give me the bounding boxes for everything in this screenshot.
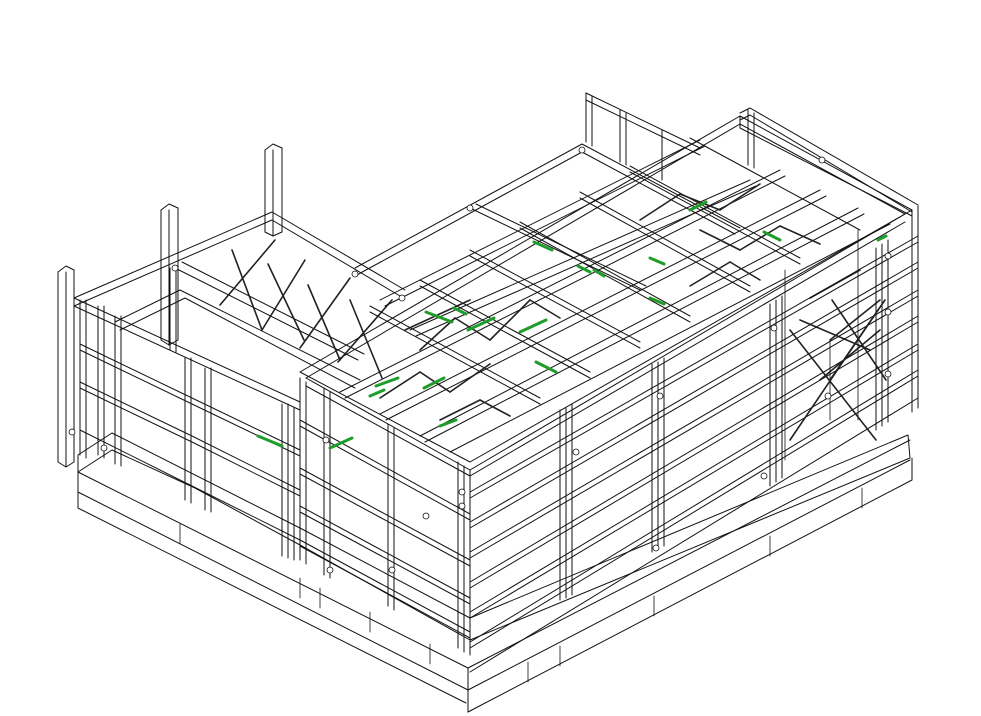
highlighted-members	[256, 200, 888, 450]
highlighted-member	[648, 256, 666, 266]
highlighted-member	[256, 434, 284, 448]
highlighted-member	[592, 268, 606, 278]
highlighted-member	[466, 316, 496, 332]
highlighted-member	[534, 360, 558, 374]
connection-nodes	[68, 146, 892, 574]
left-wing-frame	[57, 143, 406, 561]
tall-post-1	[57, 265, 75, 468]
highlighted-member	[688, 200, 708, 212]
upper-deck-frame	[299, 115, 913, 477]
base-plinth	[77, 432, 913, 713]
highlighted-member	[438, 418, 458, 428]
highlighted-member	[368, 388, 386, 398]
highlighted-member	[532, 240, 554, 252]
highlighted-member	[762, 230, 782, 242]
highlighted-member	[328, 436, 354, 450]
highlighted-member	[648, 296, 666, 306]
highlighted-member	[424, 310, 454, 324]
highlighted-member	[452, 306, 468, 316]
highlighted-member	[374, 376, 400, 388]
highlighted-member	[422, 376, 446, 390]
highlighted-member	[576, 264, 592, 274]
highlighted-member	[518, 318, 548, 334]
highlighted-member	[876, 234, 888, 242]
